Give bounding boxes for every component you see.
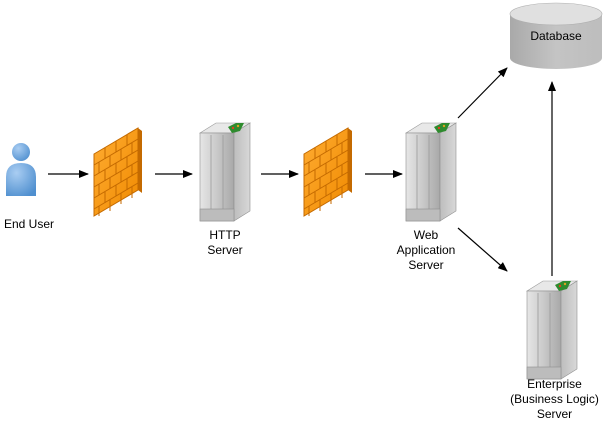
- http-server-label-line-1: HTTP: [209, 228, 241, 242]
- database-label: Database: [530, 29, 582, 43]
- http-server-label: HTTP Server: [190, 228, 260, 258]
- http-server-label-line-2: Server: [207, 243, 243, 257]
- enterprise-server-label: Enterprise (Business Logic) Server: [502, 377, 607, 422]
- end-user-icon: [6, 143, 36, 196]
- web-app-server-icon: [405, 122, 457, 222]
- http-server-icon: [199, 122, 251, 222]
- firewall-icon-1: [93, 127, 143, 217]
- firewall-icon-2: [303, 127, 353, 217]
- database-icon: [509, 2, 603, 69]
- edge-webapp-to-database: [457, 67, 508, 119]
- web-app-server-label-line-3: Server: [408, 258, 444, 272]
- enterprise-server-label-line-1: Enterprise: [527, 377, 582, 391]
- edge-webapp-to-enterprise: [457, 227, 508, 272]
- enterprise-server-icon: [526, 280, 578, 380]
- enterprise-server-label-line-2: (Business Logic): [510, 392, 599, 406]
- enterprise-server-label-line-3: Server: [536, 407, 573, 421]
- end-user-label: End User: [3, 217, 55, 231]
- web-app-server-label: Web Application Server: [386, 228, 466, 273]
- web-app-server-label-line-2: Application: [396, 243, 456, 257]
- web-app-server-label-line-1: Web: [413, 228, 439, 242]
